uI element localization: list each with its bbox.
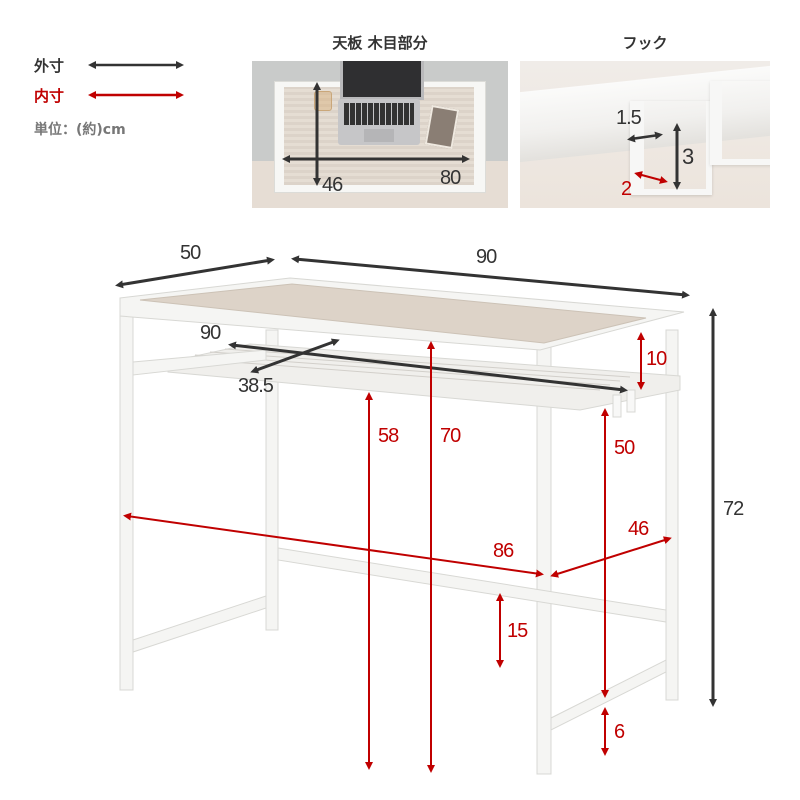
tabletop-width-label: 80: [440, 167, 461, 189]
hook-gap-label: 1.5: [616, 107, 642, 129]
bar-to-floor-label: 15: [507, 620, 528, 642]
legend: 外寸 内寸 単位：(約)cm: [34, 52, 204, 142]
leg-span-depth-label: 46: [628, 518, 649, 540]
outer-width-arrow-icon: [291, 255, 690, 299]
laptop-keyboard: [338, 99, 420, 145]
legend-outer-label: 外寸: [34, 57, 65, 75]
leg-span-width-label: 86: [493, 540, 514, 562]
shelf-depth-label: 38.5: [238, 375, 274, 397]
legend-inner-label: 内寸: [34, 87, 65, 105]
leg-span-width-arrow-icon: [123, 512, 544, 578]
hook-height-label: 3: [682, 144, 694, 169]
shelf-width-label: 90: [200, 322, 221, 344]
hook-depth-label: 2: [621, 178, 632, 200]
top-height-label: 70: [440, 425, 461, 447]
hook-depth-arrow-icon: [634, 171, 668, 184]
shelf-depth-arrow-icon: [250, 338, 340, 374]
outer-depth-label: 50: [180, 242, 201, 264]
leg-span-depth-arrow-icon: [550, 536, 672, 578]
bottom-bar-label: 6: [614, 721, 625, 743]
shelf-height-label: 58: [378, 425, 399, 447]
outer-depth-arrow-icon: [115, 256, 275, 289]
hook-to-bar-label: 50: [614, 437, 635, 459]
outer-height-label: 72: [723, 498, 744, 520]
hook-panel-title: フック: [622, 34, 668, 52]
gap-top-label: 10: [646, 348, 667, 370]
laptop-icon: [340, 61, 424, 100]
tabletop-depth-label: 46: [322, 174, 343, 196]
hook-right: [710, 81, 770, 165]
tabletop-panel-title: 天板 木目部分: [332, 34, 428, 52]
unit-label: 単位：(約)cm: [34, 122, 126, 138]
tabletop-photo: 46 80: [252, 61, 508, 208]
outer-width-label: 90: [476, 246, 497, 268]
hook-gap-arrow-icon: [627, 131, 663, 143]
